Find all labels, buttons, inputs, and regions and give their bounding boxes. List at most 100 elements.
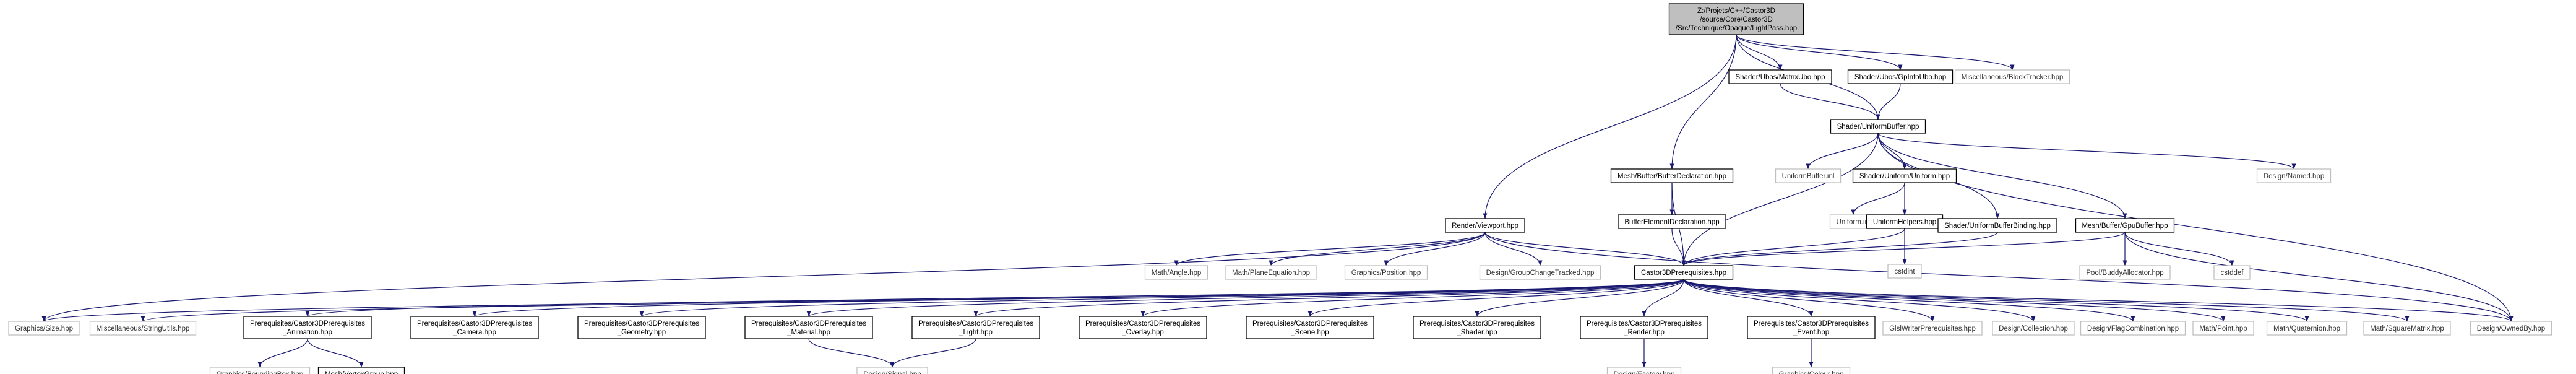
- node-box: [1847, 69, 1954, 84]
- node-uniformbuffer[interactable]: Shader/UniformBuffer.hpp: [1830, 119, 1926, 134]
- edge-viewport-to-position: [1384, 232, 1486, 266]
- node-label: _Animation.hpp: [282, 329, 332, 336]
- node-box: [1882, 321, 1983, 336]
- node-label: Prerequisites/Castor3DPrerequisites: [417, 320, 532, 328]
- edge-prereq-to-p_render: [1642, 279, 1684, 317]
- node-label: Z:/Projets/C++/Castor3D: [1697, 7, 1775, 15]
- node-root[interactable]: Z:/Projets/C++/Castor3D/source/Core/Cast…: [1668, 3, 1804, 35]
- edge-prereq-to-quaternion: [1683, 279, 2309, 322]
- node-label: GlslWriterPrerequisites.hpp: [1889, 325, 1976, 333]
- node-box: [1580, 316, 1708, 339]
- node-label: Math/SquareMatrix.hpp: [2370, 325, 2444, 333]
- node-bufferdecl[interactable]: Mesh/Buffer/BufferDeclaration.hpp: [1610, 168, 1734, 183]
- node-box: [2192, 321, 2254, 336]
- node-label: Design/OwnedBy.hpp: [2477, 325, 2545, 333]
- node-label: Prerequisites/Castor3DPrerequisites: [1419, 320, 1535, 328]
- node-label: Shader/Ubos/MatrixUbo.hpp: [1735, 74, 1825, 81]
- node-label: Prerequisites/Castor3DPrerequisites: [584, 320, 699, 328]
- node-p_geometry[interactable]: Prerequisites/Castor3DPrerequisites_Geom…: [577, 316, 706, 339]
- node-bufferelemdecl[interactable]: BufferElementDeclaration.hpp: [1618, 214, 1726, 229]
- node-label: BufferElementDeclaration.hpp: [1624, 219, 1719, 226]
- node-label: _Event.hpp: [1793, 329, 1829, 336]
- node-label: _Render.hpp: [1623, 329, 1665, 336]
- node-label: /Src/Technique/Opaque/LightPass.hpp: [1676, 25, 1797, 32]
- node-ubbinding[interactable]: Shader/UniformBufferBinding.hpp: [1937, 218, 2057, 233]
- node-box: [1144, 265, 1208, 280]
- node-p_material[interactable]: Prerequisites/Castor3DPrerequisites_Mate…: [744, 316, 873, 339]
- node-box: [1852, 168, 1957, 183]
- node-flagcomb: Design/FlagCombination.hpp: [2080, 321, 2186, 336]
- node-p_light[interactable]: Prerequisites/Castor3DPrerequisites_Ligh…: [911, 316, 1040, 339]
- node-p_scene[interactable]: Prerequisites/Castor3DPrerequisites_Scen…: [1246, 316, 1374, 339]
- node-box: [1606, 367, 1682, 374]
- edge-prereq-to-p_event: [1683, 279, 1814, 317]
- node-p_animation[interactable]: Prerequisites/Castor3DPrerequisites_Anim…: [243, 316, 372, 339]
- node-label: Shader/UniformBuffer.hpp: [1837, 123, 1919, 131]
- node-matrixubo[interactable]: Shader/Ubos/MatrixUbo.hpp: [1728, 69, 1832, 84]
- node-box: [2363, 321, 2451, 336]
- node-label: UniformHelpers.hpp: [1873, 219, 1936, 226]
- edge-prereq-to-size: [42, 279, 1684, 322]
- node-box: [1344, 265, 1428, 280]
- node-squarematrix: Math/SquareMatrix.hpp: [2363, 321, 2451, 336]
- node-quaternion: Math/Quaternion.hpp: [2266, 321, 2348, 336]
- edge-prereq-to-flagcomb: [1683, 279, 2135, 322]
- node-box: [2080, 321, 2186, 336]
- node-label: Shader/Uniform/Uniform.hpp: [1859, 173, 1950, 180]
- node-uniformhelpers[interactable]: UniformHelpers.hpp: [1866, 214, 1944, 229]
- node-box: [1445, 218, 1525, 233]
- node-p_shader[interactable]: Prerequisites/Castor3DPrerequisites_Shad…: [1413, 316, 1541, 339]
- edge-root-to-bufferdecl: [1669, 34, 1737, 170]
- node-box: [1079, 316, 1207, 339]
- edge-gpubuffer-to-ownedby: [2124, 232, 2514, 322]
- node-label: Miscellaneous/BlockTracker.hpp: [1962, 74, 2063, 81]
- edge-p_animation-to-boundingbox: [257, 338, 308, 368]
- node-label: _Shader.hpp: [1456, 329, 1497, 336]
- node-prereq[interactable]: Castor3DPrerequisites.hpp: [1634, 265, 1734, 280]
- node-gpubuffer[interactable]: Mesh/Buffer/GpuBuffer.hpp: [2075, 218, 2175, 233]
- node-box: [1634, 265, 1734, 280]
- node-label: Prerequisites/Castor3DPrerequisites: [751, 320, 866, 328]
- node-viewport[interactable]: Render/Viewport.hpp: [1445, 218, 1525, 233]
- node-label: Graphics/BoundingBox.hpp: [217, 371, 303, 374]
- node-label: Graphics/Colour.hpp: [1779, 371, 1844, 374]
- node-box: [744, 316, 873, 339]
- node-label: Miscellaneous/StringUtils.hpp: [97, 325, 190, 333]
- edge-bufferelemdecl-to-prereq: [1671, 228, 1686, 266]
- node-planeeq: Math/PlaneEquation.hpp: [1225, 265, 1317, 280]
- node-box: [1937, 218, 2057, 233]
- edge-prereq-to-p_shader: [1475, 279, 1684, 317]
- node-box: [2470, 321, 2552, 336]
- node-p_render[interactable]: Prerequisites/Castor3DPrerequisites_Rend…: [1580, 316, 1708, 339]
- edge-prereq-to-collection: [1683, 279, 2036, 322]
- node-p_camera[interactable]: Prerequisites/Castor3DPrerequisites_Came…: [410, 316, 539, 339]
- edge-gpubuffer-to-cstddef: [2124, 232, 2234, 266]
- node-position: Graphics/Position.hpp: [1344, 265, 1428, 280]
- node-vertexgroup[interactable]: Mesh/VertexGroup.hpp: [317, 367, 405, 374]
- node-label: Uniform.inl: [1837, 219, 1871, 226]
- node-label: Shader/Ubos/GpInfoUbo.hpp: [1854, 74, 1946, 81]
- node-box: [1246, 316, 1374, 339]
- node-label: _Camera.hpp: [452, 329, 496, 336]
- node-label: _Scene.hpp: [1290, 329, 1329, 336]
- node-gpinfoubo[interactable]: Shader/Ubos/GpInfoUbo.hpp: [1847, 69, 1954, 84]
- node-label: Design/Collection.hpp: [1999, 325, 2068, 333]
- node-signal: Design/Signal.hpp: [856, 367, 928, 374]
- node-box: [243, 316, 372, 339]
- edge-prereq-to-p_animation: [306, 279, 1684, 317]
- edge-prereq-to-p_scene: [1307, 279, 1684, 317]
- node-box: [89, 321, 197, 336]
- node-cstdint: cstdint: [1887, 264, 1922, 279]
- node-blocktracker: Miscellaneous/BlockTracker.hpp: [1954, 69, 2070, 84]
- node-uniform[interactable]: Shader/Uniform/Uniform.hpp: [1852, 168, 1957, 183]
- node-label: Math/Angle.hpp: [1152, 269, 1202, 277]
- edge-uniformbuffer-to-prereq: [1681, 133, 1879, 266]
- node-p_overlay[interactable]: Prerequisites/Castor3DPrerequisites_Over…: [1079, 316, 1207, 339]
- node-label: Design/Signal.hpp: [863, 371, 921, 374]
- node-p_event[interactable]: Prerequisites/Castor3DPrerequisites_Even…: [1747, 316, 1876, 339]
- node-groupchange: Design/GroupChangeTracked.hpp: [1479, 265, 1601, 280]
- node-box: [317, 367, 405, 374]
- node-colour: Graphics/Colour.hpp: [1772, 367, 1851, 374]
- node-angle: Math/Angle.hpp: [1144, 265, 1208, 280]
- node-box: [1747, 316, 1876, 339]
